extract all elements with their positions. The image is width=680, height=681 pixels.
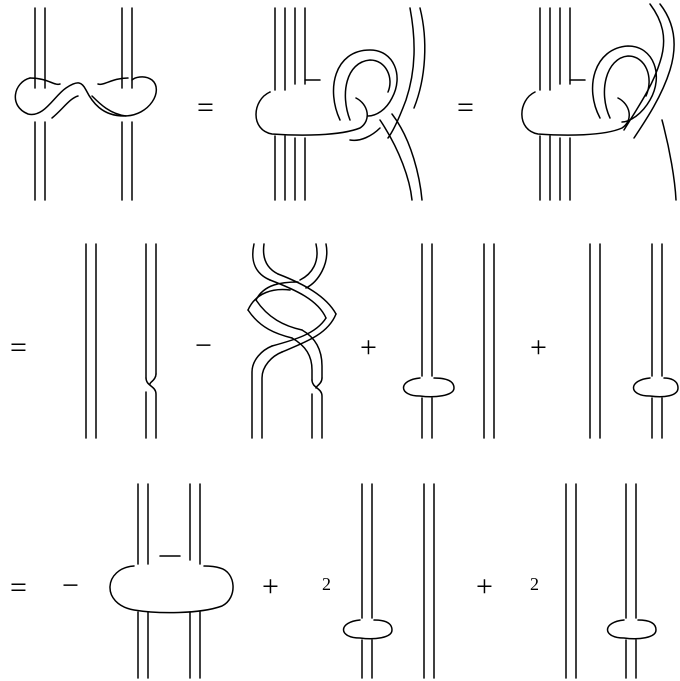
row3-term3-small-loop — [566, 484, 656, 678]
loop — [344, 620, 393, 639]
hook — [593, 46, 657, 122]
tail — [662, 120, 676, 200]
row3-plus-2: + — [476, 570, 493, 603]
band — [270, 280, 326, 318]
row3-coefficient-1: 2 — [322, 574, 331, 594]
kink — [316, 378, 322, 388]
row2-plus-1: + — [360, 331, 377, 364]
band — [292, 338, 312, 380]
band — [248, 290, 290, 310]
loop — [404, 378, 455, 397]
tail — [414, 8, 425, 108]
tail — [380, 120, 412, 200]
row3-equals: = — [10, 571, 27, 604]
loop-band — [256, 92, 367, 135]
hook — [604, 56, 649, 118]
tail — [634, 4, 674, 138]
row3-plus-1: + — [262, 570, 279, 603]
row3-minus: − — [62, 569, 79, 602]
hook — [345, 60, 390, 120]
row2-term2-braid — [248, 244, 336, 438]
strand — [253, 244, 270, 280]
band — [256, 282, 298, 300]
row2-minus: − — [195, 329, 212, 362]
loop — [634, 378, 679, 397]
loop — [608, 620, 657, 639]
loop-band — [522, 92, 629, 135]
row1-equals-1: = — [197, 91, 214, 124]
row3-term2-small-loop — [344, 484, 435, 678]
row1-term1-figure-eight-tangle — [15, 8, 156, 200]
row2-plus-2: + — [530, 331, 547, 364]
strand — [264, 244, 278, 274]
row1-equals-2: = — [457, 91, 474, 124]
row3-coefficient-2: 2 — [530, 574, 539, 594]
tail — [392, 114, 422, 200]
band — [278, 274, 336, 314]
kink — [150, 374, 156, 384]
tail — [388, 8, 414, 138]
row2-term3-small-loop — [404, 244, 495, 438]
row2-term4-small-loop — [590, 244, 678, 438]
row2-equals: = — [10, 331, 27, 364]
loop — [110, 566, 233, 613]
row1-term2-tangle — [256, 8, 425, 200]
kink — [312, 380, 322, 438]
figure-eight-band — [15, 77, 156, 116]
tail — [624, 4, 664, 130]
strand — [300, 244, 317, 280]
band — [262, 352, 282, 438]
row1-term3-tangle — [522, 4, 676, 200]
kink — [146, 378, 156, 438]
row2-term1-parallel-strands — [86, 244, 156, 438]
row3-term1-large-loop — [110, 484, 233, 678]
